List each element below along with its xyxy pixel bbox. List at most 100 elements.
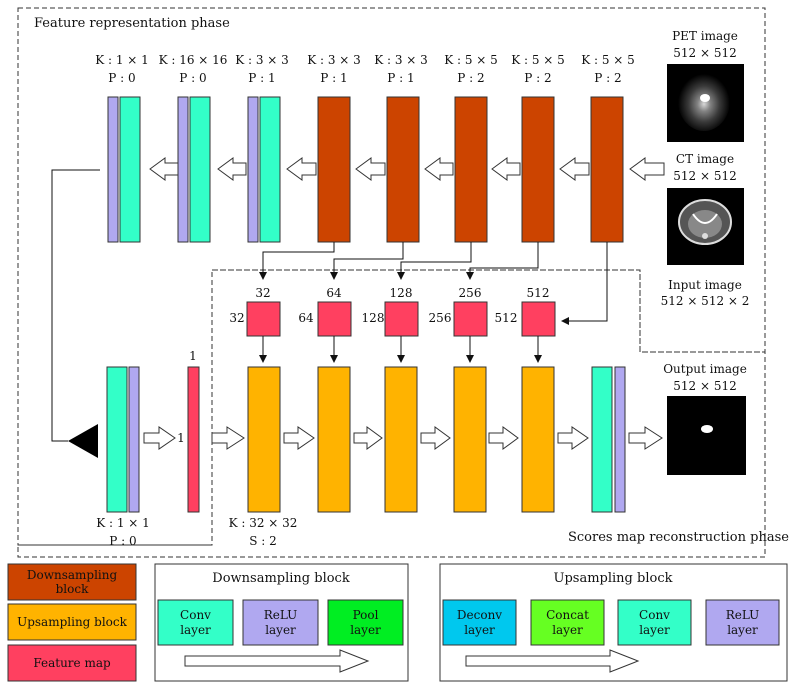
hollow-arrow-right (628, 426, 663, 450)
output-image-title: Output image (663, 362, 747, 376)
top-kernel-k: K : 3 × 3 (235, 53, 289, 67)
legend-conv-label: Conv layer (180, 607, 211, 637)
bottom-mid-kernel: K : 32 × 32 (229, 516, 298, 530)
legend-downsampling-label: Downsampling block (26, 568, 118, 596)
conv-layer-block (189, 96, 211, 243)
legend-relu2-label: ReLU layer (725, 607, 760, 637)
feature-phase-label: Feature representation phase (34, 16, 230, 31)
down-panel-title: Downsampling block (212, 571, 350, 586)
feature-map-left-label: 32 (229, 311, 244, 325)
skip-connections (51, 169, 608, 442)
downsampling-block (454, 96, 488, 243)
hollow-arrow-right (353, 426, 383, 450)
top-kernel-k: K : 5 × 5 (581, 53, 635, 67)
legend-pool-label: Pool layer (350, 607, 381, 637)
input-image-title: Input image (668, 278, 742, 292)
upsampling-block (384, 366, 418, 513)
skip-line (466, 242, 539, 280)
legend-conv2-label: Conv layer (639, 607, 670, 637)
top-kernel-p: P : 1 (387, 71, 414, 85)
hollow-arrow-left (149, 157, 179, 181)
legend-deconv-label: Deconv layer (456, 607, 503, 637)
top-kernel-p: P : 2 (457, 71, 484, 85)
hollow-arrow-left (491, 157, 521, 181)
conv-layer-block (259, 96, 281, 243)
top-kernel-labels: K : 1 × 1 P : 0 K : 16 × 16 P : 0 K : 3 … (95, 53, 635, 85)
feature-map-square (246, 301, 281, 337)
legend-deconv-swatch (442, 599, 517, 646)
scores-phase-label: Scores map reconstruction phase (568, 530, 789, 545)
downsampling-block (521, 96, 555, 243)
hollow-arrow-left (286, 157, 317, 181)
downsampling-block (590, 96, 624, 243)
ct-image-group: CT image 512 × 512 Input image 512 × 512… (661, 152, 750, 308)
feature-map-square (317, 301, 352, 337)
output-image (667, 396, 746, 475)
feature-map-left-label: 256 (429, 311, 452, 325)
hollow-arrow-left (559, 157, 590, 181)
feature-map-top-label: 128 (390, 286, 413, 300)
feature-map-left-label: 64 (298, 311, 314, 325)
output-image-size: 512 × 512 (673, 379, 737, 393)
upsampling-block (317, 366, 351, 513)
top-kernel-p: P : 1 (320, 71, 347, 85)
legend-relu-label: ReLU layer (263, 607, 298, 637)
small-map-top-label: 1 (189, 349, 197, 363)
top-kernel-k: K : 1 × 1 (95, 53, 149, 67)
legend-upsampling-panel: Upsampling block Deconv layer Concat lay… (439, 563, 788, 682)
pet-image-group: PET image 512 × 512 (667, 29, 744, 142)
legend-feature-map-swatch (7, 644, 137, 682)
hollow-arrow-left (217, 157, 247, 181)
feature-map-top-label: 512 (527, 286, 550, 300)
legend-conv-swatch (157, 599, 234, 646)
upsampling-block (453, 366, 487, 513)
relu-layer-block (107, 96, 119, 243)
bottom-mid-stride: S : 2 (249, 534, 277, 548)
top-kernel-p: P : 1 (248, 71, 275, 85)
legend-relu-swatch (705, 599, 780, 646)
up-panel-arrow (465, 649, 640, 673)
skip-line (330, 242, 404, 280)
bottom-row: K : 1 × 1 P : 0 1 1 K : 32 × 32 S : 2 Ou… (68, 349, 747, 548)
feature-map-square (521, 301, 556, 337)
top-kernel-k: K : 5 × 5 (444, 53, 498, 67)
legend-pool-swatch (327, 599, 404, 646)
output-tumor-spot (701, 425, 713, 433)
legend-concat-swatch (530, 599, 605, 646)
conv-layer-block (591, 366, 613, 513)
legend-conv-swatch (617, 599, 692, 646)
skip-line (51, 169, 100, 442)
feature-map-left-label: 512 (495, 311, 518, 325)
solid-triangle-arrow (68, 424, 98, 458)
top-flow-arrows (149, 157, 665, 181)
skip-line (397, 242, 472, 280)
feature-map-square (453, 301, 488, 337)
hollow-arrow-left (629, 157, 665, 181)
feature-map-left-label: 128 (362, 311, 385, 325)
relu-layer-block (128, 366, 140, 513)
top-kernel-k: K : 5 × 5 (511, 53, 565, 67)
up-panel-title: Upsampling block (554, 571, 673, 586)
legend-downsampling-swatch (7, 563, 137, 601)
scores-phase-border (17, 269, 766, 558)
downsampling-block (386, 96, 420, 243)
top-row-blocks (107, 96, 624, 243)
top-kernel-k: K : 16 × 16 (159, 53, 228, 67)
upsampling-block (521, 366, 555, 513)
top-kernel-k: K : 3 × 3 (307, 53, 361, 67)
hollow-arrow-right (488, 426, 519, 450)
legend-downsampling-panel: Downsampling block Conv layer ReLU layer… (154, 563, 409, 682)
ct-image-size: 512 × 512 (673, 169, 737, 183)
hollow-arrow-right (420, 426, 451, 450)
feature-map-top-label: 256 (459, 286, 482, 300)
top-kernel-k: K : 3 × 3 (374, 53, 428, 67)
hollow-arrow-left (424, 157, 454, 181)
legend-relu-swatch (242, 599, 319, 646)
hollow-arrow-right (211, 426, 245, 450)
top-kernel-p: P : 0 (108, 71, 135, 85)
feature-map-top-label: 32 (255, 286, 270, 300)
ct-image-title: CT image (676, 152, 734, 166)
small-feature-map (187, 366, 200, 513)
legend-upsampling-swatch (7, 603, 137, 641)
